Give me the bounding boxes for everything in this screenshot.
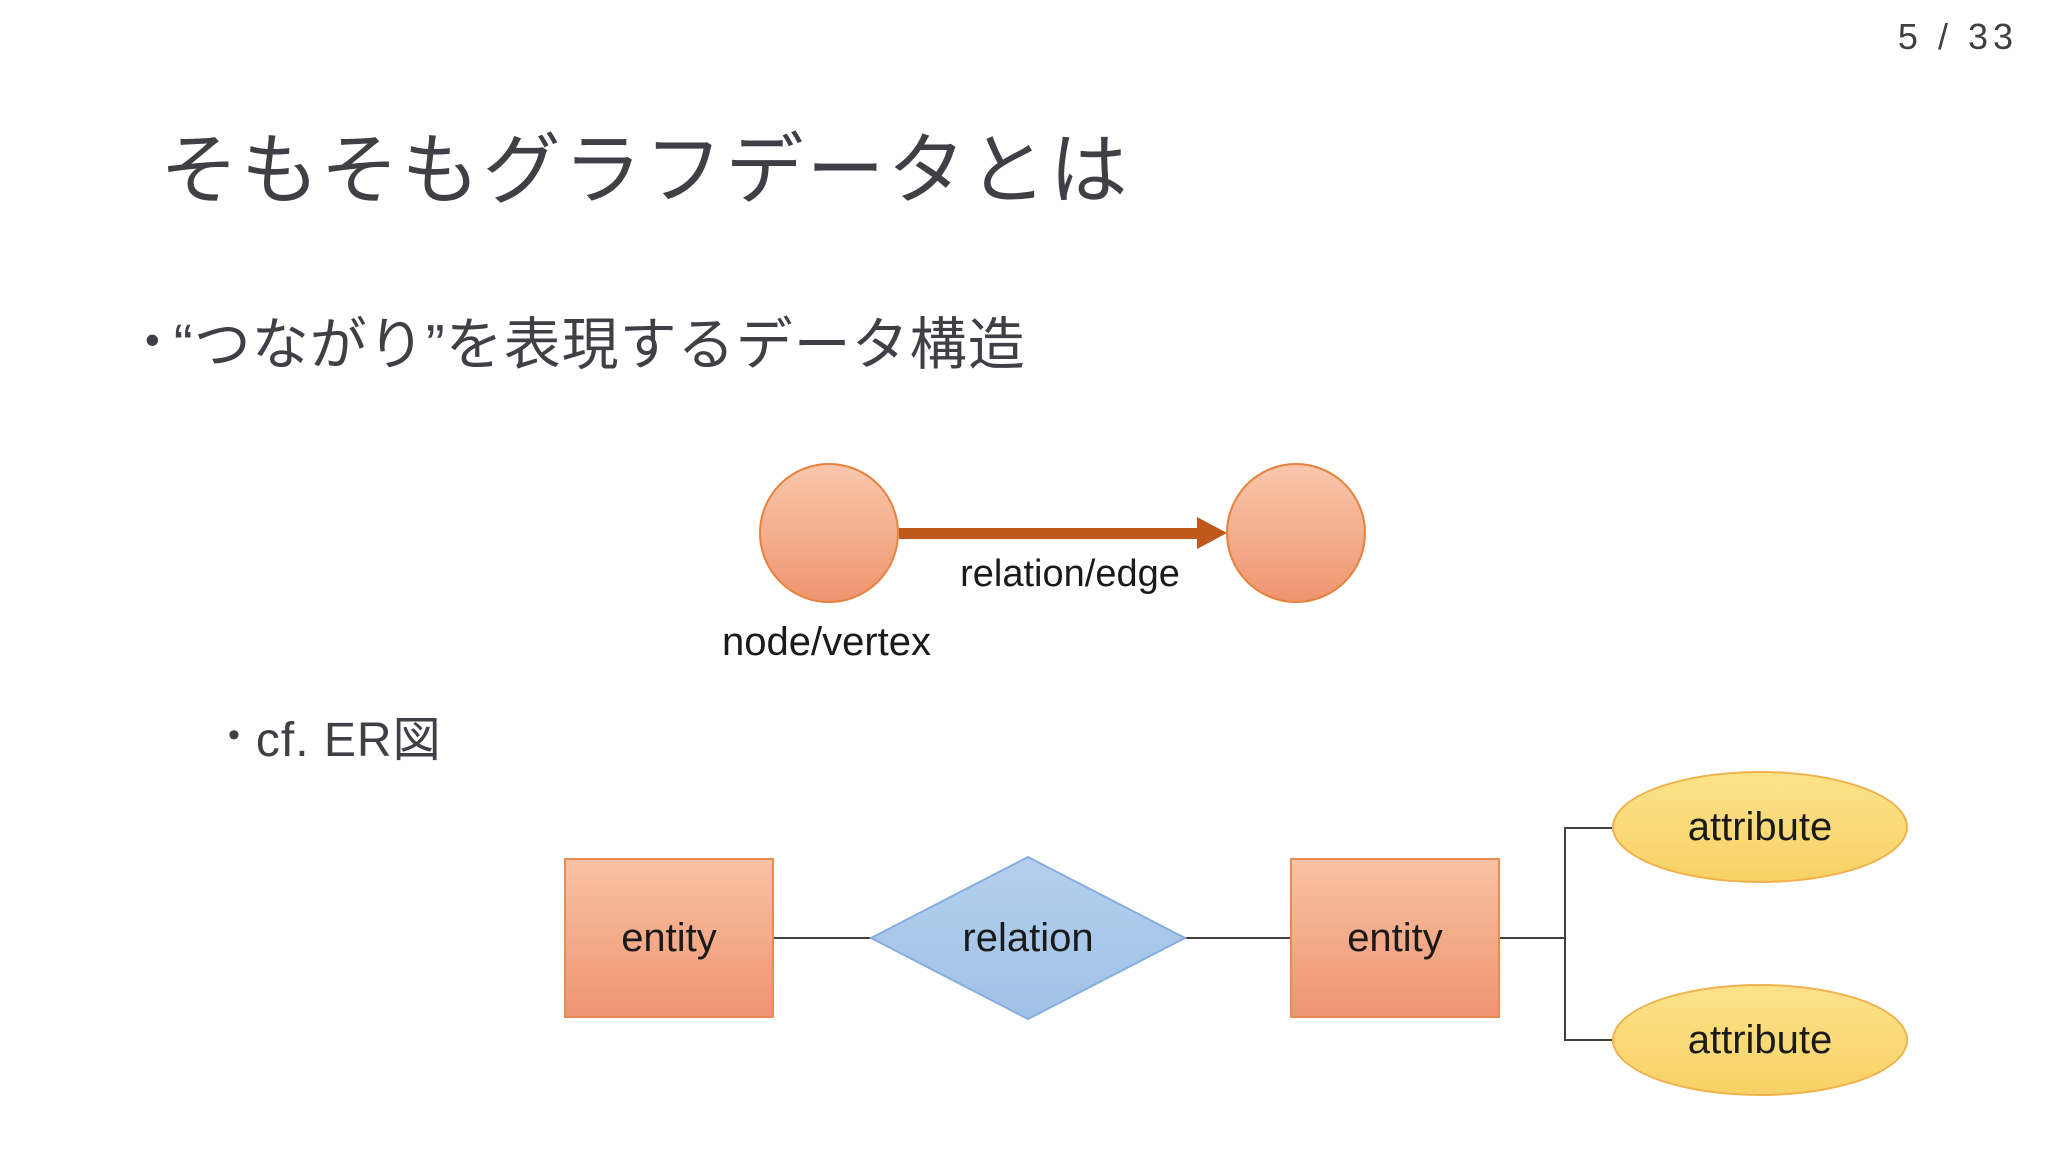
er-attribute-bottom: attribute <box>1612 984 1908 1096</box>
bullet-item-er-diagram: • cf. ER図 <box>228 702 442 768</box>
er-attribute-top: attribute <box>1612 771 1908 883</box>
graph-node-left <box>759 463 899 603</box>
er-attribute-bottom-label: attribute <box>1687 1017 1833 1062</box>
connector-entity-attributes <box>1500 937 1566 939</box>
edge-arrow-head-icon <box>1197 517 1227 549</box>
er-attribute-top-label: attribute <box>1687 804 1833 849</box>
er-entity-left-label: entity <box>621 915 717 960</box>
er-entity-right: entity <box>1290 858 1500 1018</box>
bullet-text: “つながり”を表現するデータ構造 <box>173 313 1026 377</box>
connector-branch-top <box>1566 827 1612 829</box>
er-relation-label: relation <box>962 915 1094 960</box>
edge-label: relation/edge <box>960 553 1180 595</box>
connector-vertical-line <box>1564 827 1566 1041</box>
page-number: 5 / 33 <box>1897 16 2018 57</box>
bullet-marker-icon: • <box>228 715 240 754</box>
graph-node-right <box>1226 463 1366 603</box>
bullet-item-data-structure: • “つながり”を表現するデータ構造 <box>145 298 1026 382</box>
bullet-marker-icon: • <box>145 316 160 363</box>
er-relation-label-box: relation <box>869 855 1187 1021</box>
node-label: node/vertex <box>722 620 932 664</box>
connector-relation-right-entity <box>1185 937 1290 939</box>
slide-title: そもそもグラフデータとは <box>160 126 1131 214</box>
connector-branch-bottom <box>1566 1039 1612 1041</box>
er-relation-diamond <box>869 855 1187 1021</box>
bullet-text: cf. ER図 <box>255 714 442 767</box>
edge-arrow-shaft <box>899 528 1199 539</box>
er-entity-right-label: entity <box>1347 915 1443 960</box>
connector-left-entity-relation <box>774 937 871 939</box>
er-entity-left: entity <box>564 858 774 1018</box>
